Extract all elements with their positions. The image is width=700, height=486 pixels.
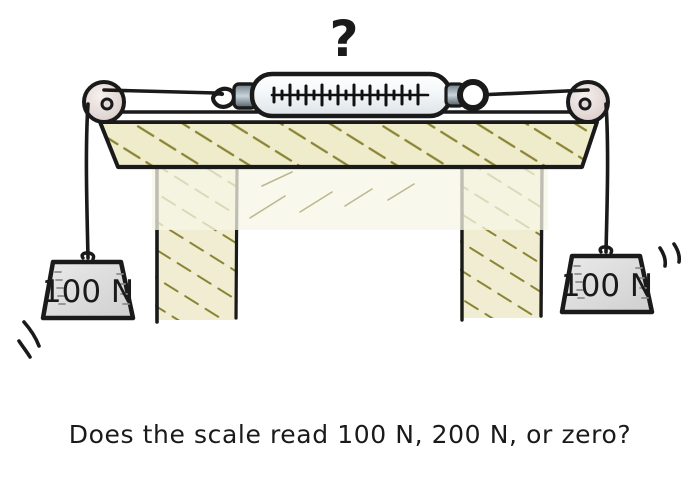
scale-ring bbox=[457, 79, 489, 111]
left-weight-label: 100 N bbox=[42, 274, 134, 310]
left-pulley bbox=[82, 80, 126, 124]
swing-arcs-right bbox=[658, 242, 682, 268]
spring-scale bbox=[211, 71, 489, 119]
scale-ticks bbox=[272, 83, 420, 107]
table-underside-shade bbox=[152, 166, 548, 230]
swing-arcs-left bbox=[17, 320, 41, 359]
question-mark: ? bbox=[329, 10, 358, 68]
rope bbox=[84, 88, 610, 260]
right-weight: 100 N bbox=[559, 245, 655, 315]
scale-hook bbox=[211, 86, 237, 109]
table bbox=[93, 110, 603, 324]
caption-text: Does the scale read 100 N, 200 N, or zer… bbox=[68, 420, 632, 449]
table-underside-hatch bbox=[249, 171, 415, 219]
right-pulley bbox=[566, 80, 610, 124]
table-top-slab bbox=[98, 120, 599, 169]
left-weight: 100 N bbox=[40, 251, 136, 321]
right-weight-label: 100 N bbox=[561, 268, 653, 304]
